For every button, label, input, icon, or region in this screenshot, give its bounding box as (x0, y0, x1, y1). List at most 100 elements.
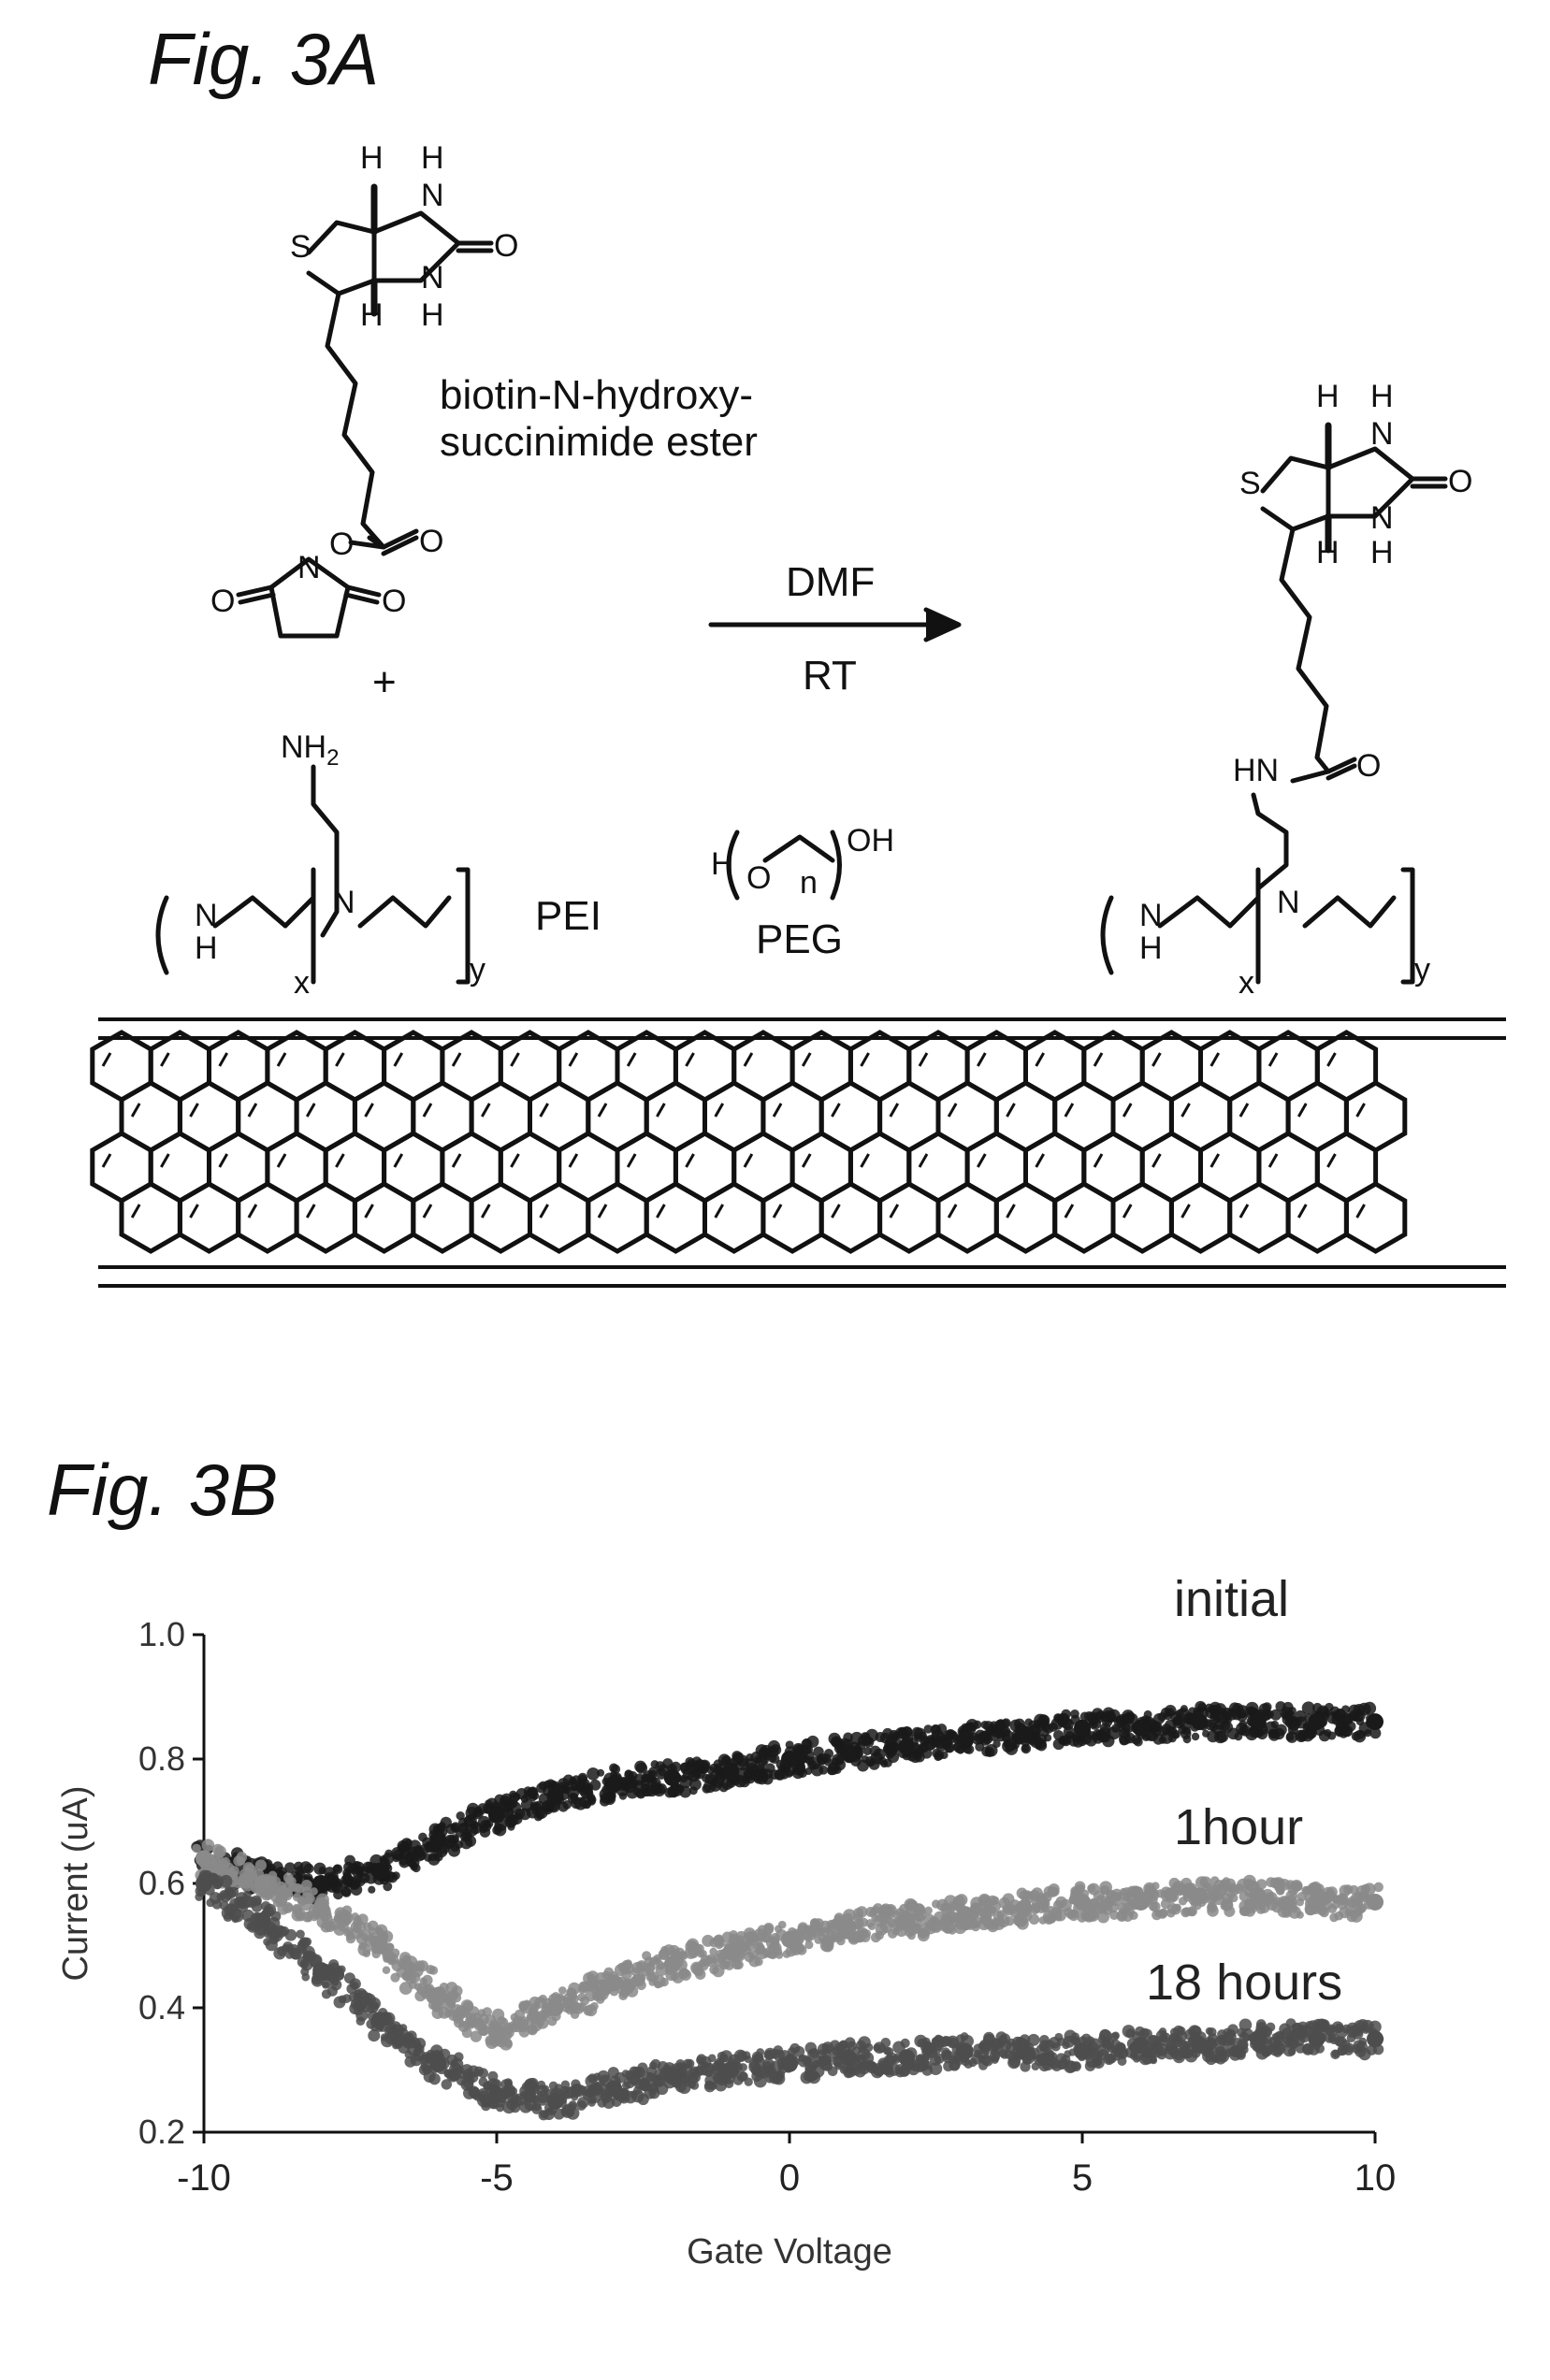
data-point-0-899 (1131, 1735, 1141, 1745)
data-point-0-202 (401, 1838, 413, 1849)
y-tick-label-1: 0.4 (138, 1988, 185, 2027)
double-bond-87 (1298, 1204, 1306, 1218)
data-point-0-819 (1049, 1723, 1058, 1732)
double-bond-49 (336, 1154, 343, 1167)
data-point-0-555 (770, 1744, 781, 1755)
y-tick-label-2: 0.6 (138, 1864, 185, 1902)
data-point-0-373 (589, 1780, 601, 1791)
reaction-arrow (711, 610, 959, 640)
data-point-1-276 (479, 2027, 488, 2036)
data-point-1-147 (343, 1915, 351, 1923)
data-point-2-884 (1116, 2047, 1128, 2059)
data-point-0-772 (1001, 1720, 1009, 1728)
data-point-0-589 (806, 1736, 818, 1748)
data-point-2-415 (631, 2090, 645, 2103)
data-point-marker-2-14 (1015, 2043, 1032, 2060)
data-point-1-476 (689, 1940, 698, 1949)
data-point-1-897 (1129, 1911, 1137, 1920)
data-point-0-835 (1060, 1735, 1071, 1746)
double-bond-84 (1123, 1204, 1131, 1218)
data-point-0-327 (533, 1802, 541, 1810)
data-point-1-479 (695, 1968, 704, 1977)
data-point-0-1117 (1363, 1702, 1376, 1715)
data-point-0-909 (1144, 1710, 1152, 1719)
double-bond-48 (278, 1154, 285, 1167)
data-point-2-1023 (1256, 2047, 1269, 2060)
double-bond-66 (1327, 1154, 1335, 1167)
data-point-0-806 (1035, 1742, 1043, 1751)
pei-nh-h: H (195, 930, 218, 967)
data-point-2-286 (496, 2103, 504, 2112)
data-point-0-131 (333, 1878, 341, 1886)
hexagon-75 (646, 1184, 704, 1251)
double-bond-54 (628, 1154, 635, 1167)
data-point-2-505 (719, 2054, 728, 2062)
data-point-0-277 (480, 1826, 490, 1837)
peg-label: PEG (756, 916, 843, 963)
data-point-2-766 (991, 2056, 998, 2064)
data-point-1-935 (1170, 1904, 1181, 1914)
data-point-1-995 (1234, 1883, 1244, 1894)
data-point-2-862 (1094, 2059, 1101, 2067)
data-point-marker-2-3 (371, 2012, 388, 2028)
data-point-marker-2-8 (664, 2068, 681, 2084)
data-point-2-810 (1036, 2044, 1045, 2053)
pei-label: PEI (535, 893, 601, 940)
x-tick-label-0: -10 (177, 2157, 231, 2199)
data-point-0-974 (1210, 1710, 1219, 1719)
data-point-marker-1-8 (664, 1955, 681, 1972)
data-point-0-246 (446, 1836, 456, 1845)
data-point-2-465 (678, 2081, 691, 2094)
double-bond-33 (716, 1103, 723, 1117)
data-point-0-742 (966, 1719, 978, 1731)
hexagon-68 (239, 1184, 297, 1251)
data-point-1-391 (597, 1987, 606, 1997)
data-point-1-293 (498, 2016, 507, 2026)
data-point-marker-0-9 (722, 1763, 739, 1780)
data-point-1-290 (504, 2040, 513, 2048)
reaction-scheme (0, 0, 1550, 1328)
hexagon-79 (880, 1184, 938, 1251)
double-bond-78 (774, 1204, 781, 1218)
data-point-1-222 (422, 1975, 432, 1985)
data-point-1-718 (942, 1921, 955, 1934)
data-point-0-258 (462, 1831, 472, 1841)
double-bond-36 (891, 1103, 898, 1117)
data-point-0-645 (865, 1756, 876, 1767)
data-point-0-491 (702, 1774, 710, 1782)
data-point-marker-2-11 (840, 2049, 857, 2066)
double-bond-7 (453, 1053, 460, 1066)
data-point-0-478 (688, 1769, 700, 1781)
data-point-1-544 (763, 1923, 774, 1933)
data-point-marker-1-9 (722, 1943, 739, 1960)
peg-h: H (711, 846, 734, 883)
data-point-1-858 (1087, 1884, 1095, 1893)
data-point-0-1101 (1341, 1725, 1354, 1738)
data-point-2-135 (331, 1978, 339, 1985)
hexagon-83 (1113, 1184, 1171, 1251)
pei-x: x (294, 965, 310, 1002)
atom-h-bottom-2: H (421, 297, 444, 334)
data-point-0-187 (392, 1871, 400, 1880)
data-point-1-442 (653, 1975, 666, 1988)
prod-n-top: N (1370, 416, 1394, 453)
double-bond-17 (1036, 1053, 1044, 1066)
data-point-1-426 (633, 1974, 645, 1986)
data-point-2-411 (622, 2070, 630, 2077)
double-bond-18 (1094, 1053, 1102, 1066)
double-bond-35 (832, 1103, 839, 1117)
atom-h-top: H (360, 140, 384, 177)
data-point-1-697 (924, 1907, 933, 1915)
data-point-0-1113 (1354, 1704, 1365, 1715)
double-bond-28 (424, 1103, 431, 1117)
data-point-marker-1-6 (547, 1999, 564, 2016)
data-point-2-241 (442, 2079, 452, 2089)
data-point-2-546 (765, 2050, 774, 2058)
data-point-1-1047 (1285, 1895, 1297, 1907)
pei-n: N (332, 885, 355, 921)
hexagon-73 (530, 1184, 588, 1251)
hexagon-67 (180, 1184, 238, 1251)
double-bond-15 (920, 1053, 927, 1066)
data-point-2-1061 (1305, 2021, 1313, 2029)
data-point-2-705 (929, 2062, 942, 2075)
